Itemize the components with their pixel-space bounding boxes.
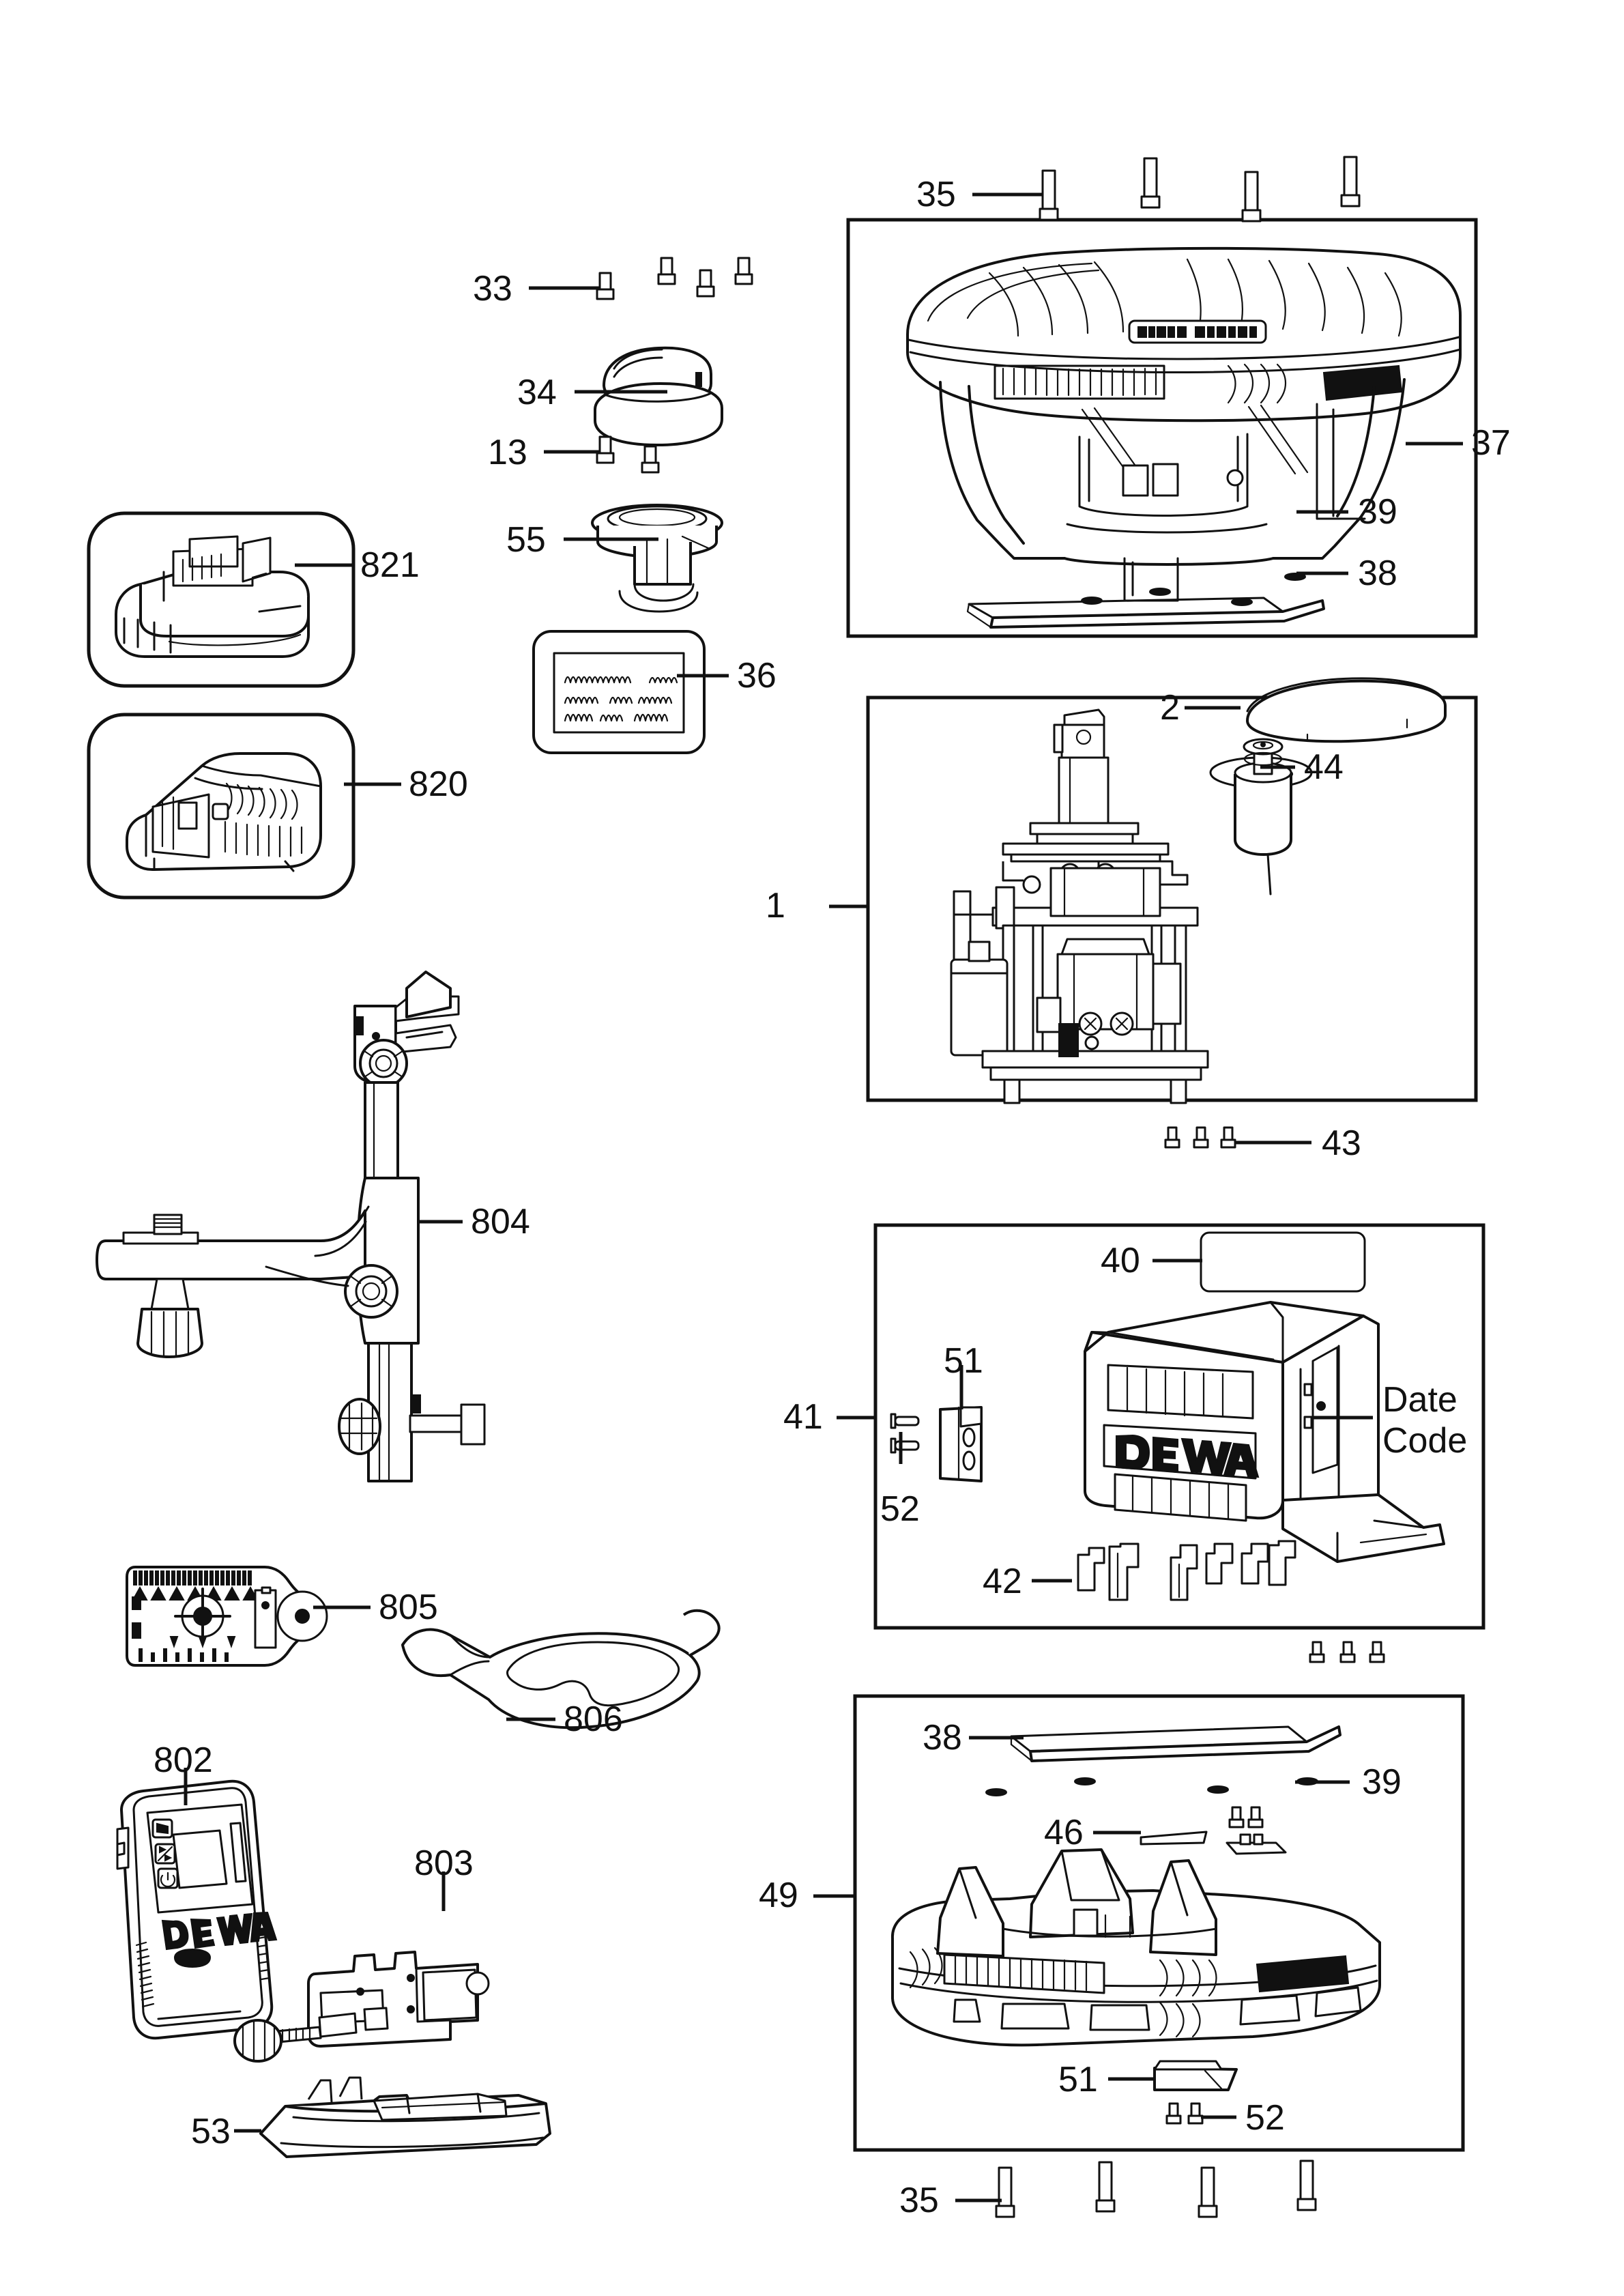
screws-row-mid <box>1309 1641 1385 1663</box>
callout-51-upper: 51 <box>944 1341 983 1381</box>
callout-803: 803 <box>414 1843 474 1883</box>
callout-33: 33 <box>473 269 512 308</box>
callout-820: 820 <box>409 764 468 804</box>
callout-leader-lines <box>184 192 1463 2202</box>
callout-55: 55 <box>506 520 546 560</box>
callout-821: 821 <box>360 545 420 585</box>
lens-cap-sub-assembly <box>532 257 753 754</box>
callout-1: 1 <box>766 886 785 925</box>
battery-pack-illustration <box>115 535 310 658</box>
target-card <box>126 1566 328 1667</box>
callout-51-lower: 51 <box>1058 2060 1098 2099</box>
callout-13: 13 <box>488 433 527 472</box>
clip-set-42 <box>1077 1540 1296 1601</box>
charger-illustration <box>126 752 322 872</box>
screws-row-43 <box>1164 1126 1236 1149</box>
inner-mechanism-assembly <box>950 677 1447 1149</box>
callout-37: 37 <box>1471 423 1511 463</box>
callout-39-lower: 39 <box>1362 1762 1402 1802</box>
callout-38-top: 38 <box>1358 554 1397 593</box>
callout-805: 805 <box>379 1588 438 1627</box>
callout-34: 34 <box>517 373 557 412</box>
callout-806: 806 <box>564 1699 623 1739</box>
dewalt-wordmark-detector <box>161 1911 278 1951</box>
callout-41: 41 <box>783 1397 823 1437</box>
callout-42: 42 <box>983 1562 1022 1601</box>
callout-36: 36 <box>737 656 777 695</box>
callout-802: 802 <box>154 1740 213 1780</box>
callout-38-lower: 38 <box>923 1718 962 1757</box>
callout-49: 49 <box>759 1876 798 1915</box>
callout-35-bottom: 35 <box>899 2181 939 2220</box>
callout-52-upper: 52 <box>880 1489 920 1529</box>
callout-52-lower: 52 <box>1245 2098 1285 2138</box>
callout-46: 46 <box>1044 1813 1084 1852</box>
wall-mount-bracket <box>96 971 486 1482</box>
upper-housing-assembly <box>906 246 1462 629</box>
callout-40: 40 <box>1101 1241 1140 1280</box>
callout-43: 43 <box>1322 1123 1361 1163</box>
screws-row-35-bottom <box>995 2159 1317 2218</box>
housing-body-assembly <box>890 1231 1445 1601</box>
laser-detector <box>116 1779 278 2040</box>
callout-35-top: 35 <box>916 175 956 214</box>
callout-2: 2 <box>1160 688 1180 728</box>
dewalt-wordmark-shape <box>1116 1434 1260 1478</box>
callout-39-top: 39 <box>1358 492 1397 532</box>
lower-housing-assembly <box>890 1725 1381 2125</box>
laser-glasses <box>401 1609 721 1730</box>
date-code-label-line1: Date <box>1382 1380 1458 1420</box>
detector-clamp <box>233 1951 490 2063</box>
date-code-label-line2: Code <box>1382 1421 1468 1461</box>
screws-row-35-top <box>1039 156 1361 223</box>
callout-53: 53 <box>191 2112 231 2151</box>
callout-804: 804 <box>471 1202 530 1242</box>
callout-44: 44 <box>1304 747 1344 787</box>
base-plate-53 <box>259 2076 551 2158</box>
